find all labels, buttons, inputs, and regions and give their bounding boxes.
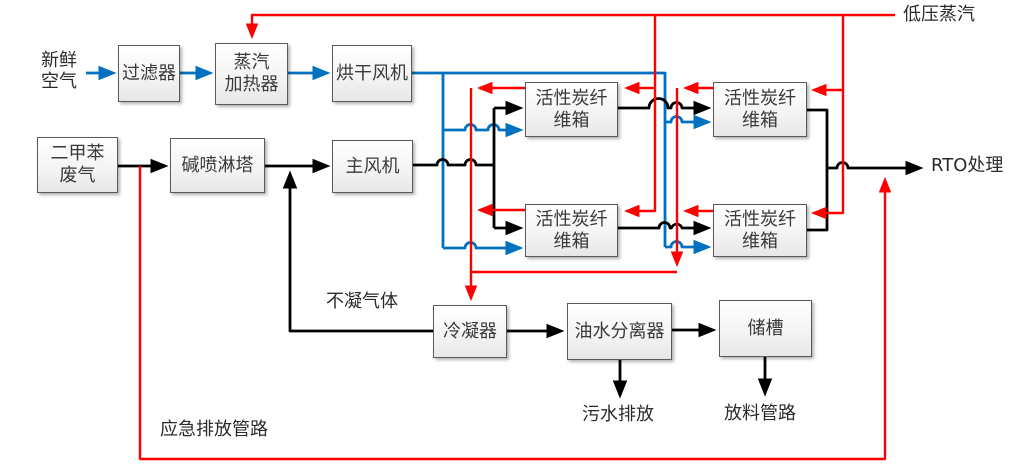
node-condenser: 冷凝器 <box>433 305 507 358</box>
pipe-acf-tr-out <box>807 108 829 168</box>
pipe-steam-to-acf-bottom-left <box>623 15 657 218</box>
pipe-air-to-acf-top-left <box>443 122 524 138</box>
pipe-mainfan-out <box>412 158 494 167</box>
label-low-pressure-steam: 低压蒸汽 <box>903 4 975 25</box>
node-main-fan: 主风机 <box>332 140 413 193</box>
node-filter: 过滤器 <box>118 45 180 102</box>
node-drying-fan: 烘干风机 <box>332 45 412 102</box>
pipe-steam-to-acf-bottom-right <box>810 15 845 220</box>
node-acf-box-bottom-left: 活性炭纤 维箱 <box>525 204 618 257</box>
pipe-emergency-bypass <box>138 166 892 461</box>
pipe-air-to-acf-bottom-right <box>665 239 712 255</box>
node-acf-box-bottom-right: 活性炭纤 维箱 <box>713 204 807 257</box>
red-steam-lines <box>138 13 895 461</box>
pipe-acf-bl-to-br <box>618 220 712 236</box>
node-storage-tank: 储槽 <box>719 300 812 357</box>
pipe-to-rto <box>827 160 924 176</box>
pipe-acf-tl-to-tr <box>618 97 712 116</box>
node-acf-box-top-left: 活性炭纤 维箱 <box>525 82 618 137</box>
node-oil-water-separator: 油水分离器 <box>567 303 672 360</box>
pipe-air-to-acf-top-right <box>665 114 712 130</box>
label-emergency-discharge-line: 应急排放管路 <box>160 419 268 440</box>
pipe-dryfan-main <box>412 71 667 247</box>
node-alkali-spray-tower: 碱喷淋塔 <box>170 138 265 193</box>
label-rto-treatment: RTO处理 <box>931 155 1004 176</box>
node-steam-heater: 蒸汽 加热器 <box>215 43 288 105</box>
label-fresh-air: 新鲜 空气 <box>41 50 77 93</box>
pipe-air-to-acf-bottom-left <box>443 240 524 256</box>
label-sewage-discharge: 污水排放 <box>582 404 654 425</box>
black-process-lines <box>118 97 924 399</box>
node-xylene-waste-gas: 二甲苯 废气 <box>37 137 118 193</box>
pipe-steam-header <box>245 13 895 40</box>
pipe-acf-br-out <box>807 168 829 232</box>
label-non-condensable-gas: 不凝气体 <box>326 291 398 312</box>
label-material-discharge-line: 放料管路 <box>724 403 796 424</box>
node-acf-box-top-right: 活性炭纤 维箱 <box>713 82 807 137</box>
pipe-noncondensable-return <box>282 170 433 333</box>
